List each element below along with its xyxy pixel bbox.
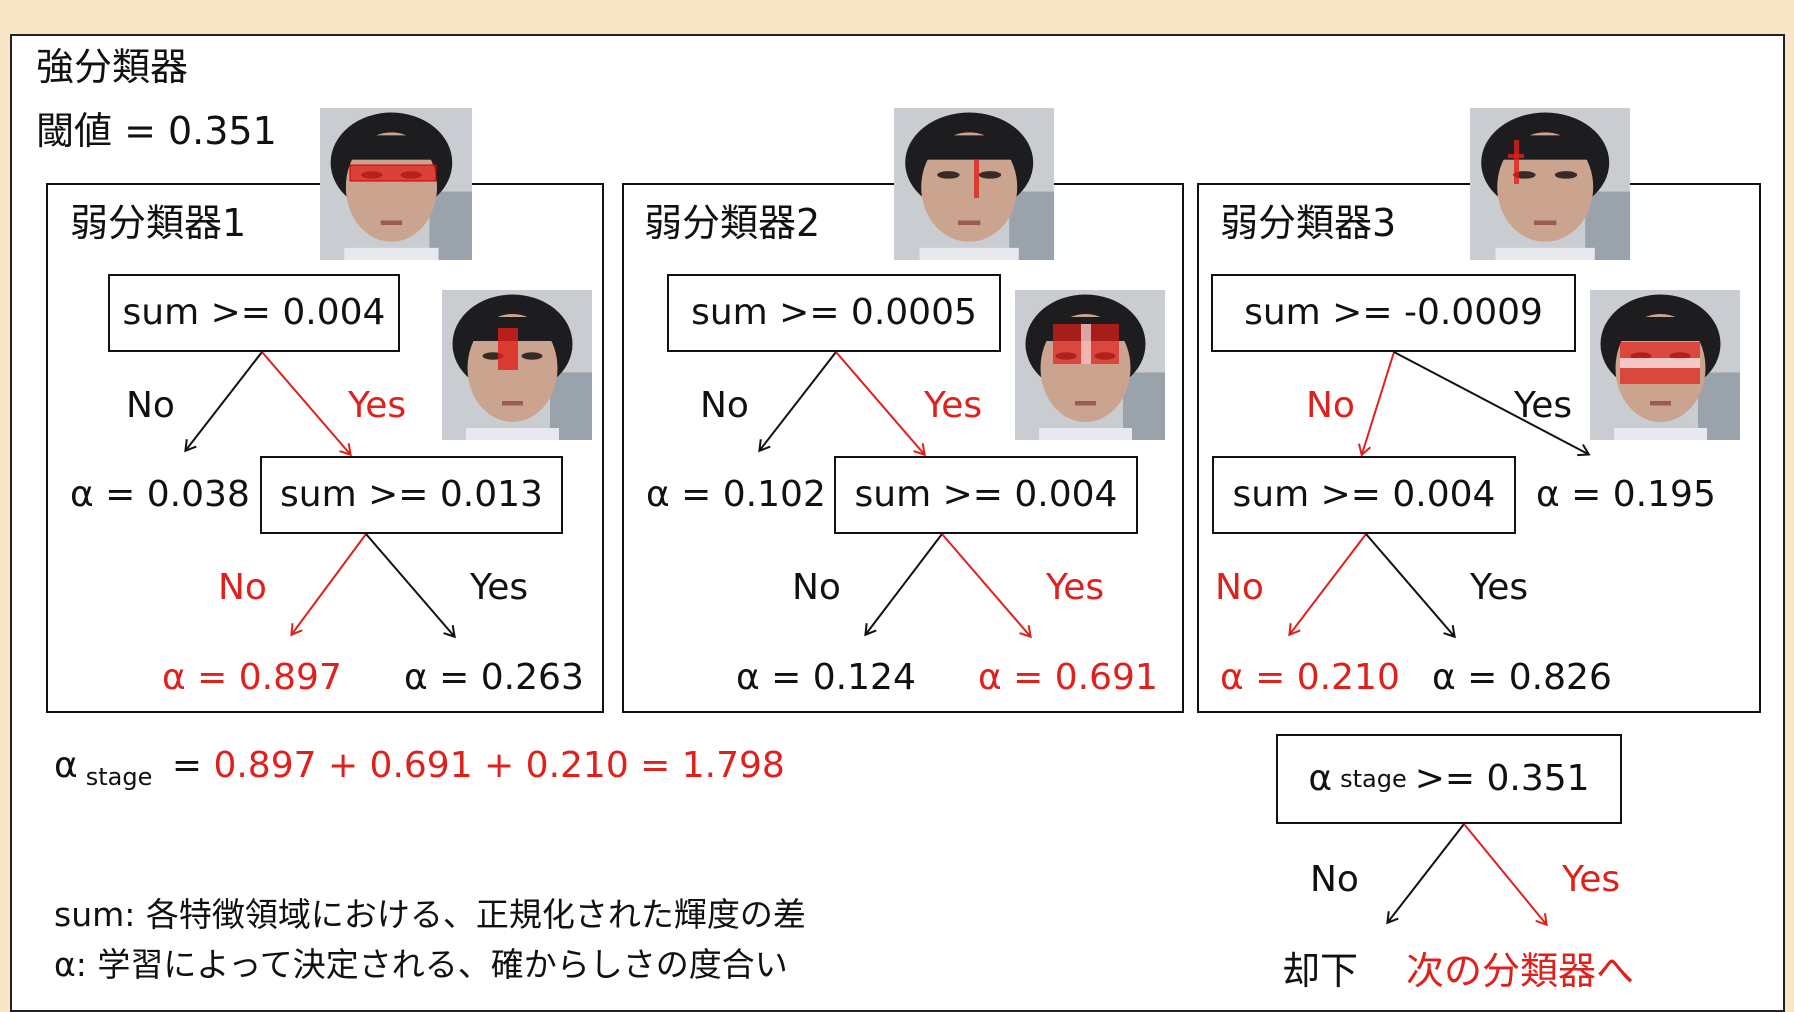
weak-classifier-3-root-node: sum >= -0.0009 bbox=[1211, 274, 1576, 352]
weak-classifier-2-sub-no: No bbox=[792, 567, 841, 608]
weak-classifier-1-panel bbox=[46, 183, 604, 713]
weak-classifier-3-root-no: No bbox=[1306, 385, 1355, 426]
weak-classifier-2-sub-node: sum >= 0.004 bbox=[834, 456, 1138, 534]
strong-classifier-threshold: 閾値 = 0.351 bbox=[36, 109, 277, 153]
weak-classifier-1-sub-node: sum >= 0.013 bbox=[260, 456, 563, 534]
weak-classifier-2-panel bbox=[622, 183, 1184, 713]
p1-root-yes-arrow bbox=[261, 351, 352, 457]
strong-classifier-title: 強分類器 bbox=[36, 45, 189, 89]
weak-classifier-3-sub-no: No bbox=[1215, 567, 1264, 608]
p3-sub-yes-arrow bbox=[1365, 533, 1456, 639]
weak-classifier-1-root-no: No bbox=[126, 385, 175, 426]
weak-classifier-1-root-yes: Yes bbox=[348, 385, 407, 426]
weak-classifier-3-alpha-yes: α = 0.826 bbox=[1432, 657, 1612, 698]
weak-classifier-3-root-yes: Yes bbox=[1514, 385, 1573, 426]
weak-classifier-1-sub-yes: Yes bbox=[470, 567, 529, 608]
p2-sub-no-arrow bbox=[864, 533, 943, 637]
stage-yes-arrow bbox=[1463, 823, 1548, 927]
weak-classifier-3-sub-feature-photo bbox=[1590, 290, 1740, 440]
weak-classifier-3-sub-yes: Yes bbox=[1470, 567, 1529, 608]
weak-classifier-2-root-no: No bbox=[700, 385, 749, 426]
weak-classifier-1-feature-photo bbox=[320, 108, 472, 260]
note-alpha: α: 学習によって決定される、確からしさの度合い bbox=[54, 945, 788, 984]
stage-cond-subscript: stage bbox=[1340, 765, 1407, 793]
p1-root-no-arrow bbox=[184, 351, 263, 453]
p2-sub-yes-arrow bbox=[941, 533, 1032, 639]
p2-root-no-arrow bbox=[758, 351, 837, 453]
reject-label: 却下 bbox=[1282, 949, 1359, 993]
weak-classifier-2-root-node: sum >= 0.0005 bbox=[667, 274, 1001, 352]
weak-classifier-1-alpha-no: α = 0.897 bbox=[162, 657, 342, 698]
weak-classifier-2-root-yes: Yes bbox=[924, 385, 983, 426]
weak-classifier-1-leaf-alpha: α = 0.038 bbox=[70, 474, 250, 515]
weak-classifier-2-label: 弱分類器2 bbox=[644, 201, 821, 245]
weak-classifier-3-feature-photo bbox=[1470, 108, 1630, 260]
stage-no-label: No bbox=[1310, 859, 1359, 900]
p3-root-no-arrow bbox=[1357, 351, 1395, 457]
weak-classifier-2-alpha-no: α = 0.124 bbox=[736, 657, 916, 698]
stage-cond-alpha: α bbox=[1308, 758, 1333, 799]
note-sum: sum: 各特徴領域における、正規化された輝度の差 bbox=[54, 895, 806, 934]
weak-classifier-1-sub-no: No bbox=[218, 567, 267, 608]
weak-classifier-2-alpha-yes: α = 0.691 bbox=[978, 657, 1158, 698]
weak-classifier-1-alpha-yes: α = 0.263 bbox=[404, 657, 584, 698]
alpha-stage-sum-value: 0.897 + 0.691 + 0.210 = 1.798 bbox=[213, 745, 785, 786]
p2-root-yes-arrow bbox=[835, 351, 926, 457]
weak-classifier-1-root-node: sum >= 0.004 bbox=[108, 274, 400, 352]
weak-classifier-1-label: 弱分類器1 bbox=[70, 201, 247, 245]
weak-classifier-2-sub-yes: Yes bbox=[1046, 567, 1105, 608]
p3-sub-no-arrow bbox=[1288, 533, 1367, 637]
p3-root-yes-arrow bbox=[1393, 351, 1591, 457]
p1-sub-no-arrow bbox=[290, 533, 367, 637]
weak-classifier-3-label: 弱分類器3 bbox=[1220, 201, 1397, 245]
stage-no-arrow bbox=[1386, 823, 1465, 925]
weak-classifier-3-leaf-alpha: α = 0.195 bbox=[1536, 474, 1716, 515]
alpha-stage-subscript: stage bbox=[85, 763, 153, 791]
p1-sub-yes-arrow bbox=[365, 533, 456, 639]
stage-cond-operator: >= 0.351 bbox=[1414, 758, 1590, 799]
weak-classifier-2-sub-feature-photo bbox=[1015, 290, 1165, 440]
next-classifier-label: 次の分類器へ bbox=[1406, 949, 1635, 993]
alpha-stage-symbol: α bbox=[54, 745, 78, 786]
weak-classifier-1-sub-feature-photo bbox=[442, 290, 592, 440]
weak-classifier-2-leaf-alpha: α = 0.102 bbox=[646, 474, 826, 515]
weak-classifier-3-alpha-no: α = 0.210 bbox=[1220, 657, 1400, 698]
alpha-stage-equals: = bbox=[171, 745, 202, 786]
weak-classifier-3-sub-node: sum >= 0.004 bbox=[1212, 456, 1516, 534]
weak-classifier-2-feature-photo bbox=[894, 108, 1054, 260]
stage-yes-label: Yes bbox=[1562, 859, 1621, 900]
